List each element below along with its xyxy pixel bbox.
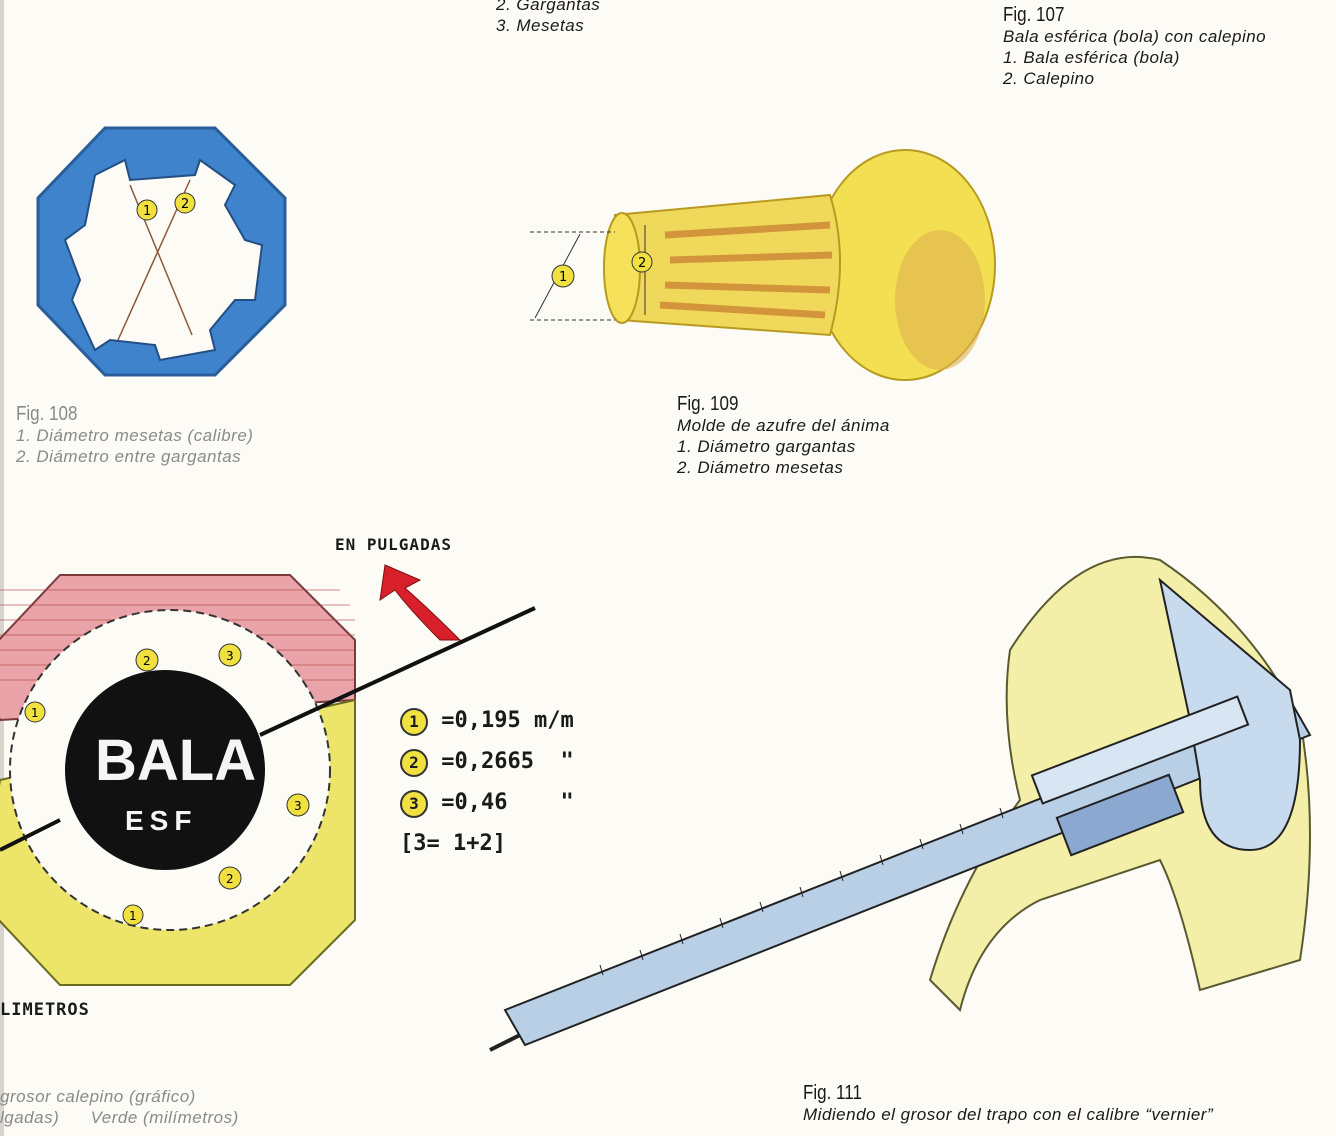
fig111-caption: Fig. 111 Midiendo el grosor del trapo co… bbox=[803, 1082, 1213, 1125]
caption-item: 1. Diámetro mesetas (calibre) bbox=[16, 426, 254, 445]
drawing-stroke bbox=[218, 643, 242, 667]
marker-label: 1 bbox=[143, 204, 151, 219]
bore-profile bbox=[63, 158, 264, 362]
caption-item: 3. Mesetas bbox=[496, 16, 585, 35]
caliper-beam bbox=[503, 698, 1312, 1047]
caption-item: 2. Gargantas bbox=[496, 0, 601, 14]
fig110-legend: 1 =0,195 m/m 2 =0,2665 " 3 =0,46 " [3= 1… bbox=[400, 700, 574, 864]
marker-1 bbox=[551, 264, 575, 288]
drawing-stroke bbox=[0, 818, 61, 852]
caption-item: lgadas) Verde (milímetros) bbox=[0, 1108, 239, 1127]
caption-item: grosor calepino (gráfico) bbox=[0, 1087, 196, 1106]
arrow-label: EN PULGADAS bbox=[335, 535, 452, 554]
drawing-stroke bbox=[218, 866, 242, 890]
fig109-sulfur-mold: 1 2 bbox=[530, 149, 996, 381]
drawing-stroke: 2 3 1 3 2 1 bbox=[24, 643, 310, 926]
marker-label: 2 bbox=[143, 654, 151, 668]
drawing-stroke bbox=[839, 870, 844, 882]
figure-caption: Molde de azufre del ánima bbox=[677, 416, 890, 435]
figure-caption: Midiendo el grosor del trapo con el cali… bbox=[803, 1105, 1214, 1124]
slide-lock bbox=[1055, 773, 1185, 857]
caption-item: 2. Diámetro mesetas bbox=[677, 458, 844, 477]
red-arrow-icon bbox=[379, 564, 462, 641]
formula: [3= 1+2] bbox=[400, 831, 506, 856]
marker-label: 1 bbox=[129, 909, 137, 923]
vernier-slide bbox=[1030, 695, 1250, 805]
drawing-stroke bbox=[679, 933, 684, 945]
top-caption: 2. Gargantas 3. Mesetas bbox=[496, 0, 600, 36]
figure-caption: Bala esférica (bola) con calepino bbox=[1003, 27, 1267, 46]
legend-marker: 2 bbox=[400, 749, 428, 777]
fig109-caption: Fig. 109 Molde de azufre del ánima 1. Di… bbox=[677, 393, 890, 478]
legend-row: 1 =0,195 m/m bbox=[400, 700, 574, 741]
fig108-caption: Fig. 108 1. Diámetro mesetas (calibre) 2… bbox=[16, 403, 253, 467]
bullet-subtext: ESF bbox=[125, 805, 197, 836]
drawing-stroke bbox=[135, 648, 159, 672]
marker-label: 2 bbox=[181, 197, 189, 212]
measure-line bbox=[259, 606, 536, 737]
drawing-stroke bbox=[659, 221, 833, 319]
figure-title: Fig. 107 bbox=[1003, 4, 1065, 26]
drawing-stroke bbox=[879, 854, 884, 866]
legend-value: =0,46 " bbox=[441, 790, 574, 815]
drawing-stroke bbox=[599, 964, 604, 976]
marker-label: 3 bbox=[226, 649, 234, 663]
figure-title: Fig. 109 bbox=[677, 393, 739, 415]
caption-item: 1. Bala esférica (bola) bbox=[1003, 48, 1180, 67]
drawing-stroke bbox=[999, 807, 1004, 819]
page-binding-edge bbox=[0, 0, 4, 1136]
figure-title: Fig. 108 bbox=[16, 403, 78, 425]
marker-2 bbox=[631, 251, 653, 273]
drawing-stroke bbox=[719, 917, 724, 929]
drawing-stroke bbox=[895, 230, 985, 370]
drawing-stroke bbox=[286, 793, 310, 817]
fig107-caption: Fig. 107 Bala esférica (bola) con calepi… bbox=[1003, 4, 1266, 89]
drawing-stroke bbox=[799, 886, 804, 898]
fig111-caliper-drawing bbox=[489, 555, 1312, 1052]
legend-row: 2 =0,2665 " bbox=[400, 741, 574, 782]
millimeters-label: LIMETROS bbox=[0, 1000, 90, 1020]
legend-marker: 1 bbox=[400, 708, 428, 736]
drawing-stroke bbox=[759, 901, 764, 913]
bullet-circle bbox=[65, 670, 265, 870]
drawing-stroke bbox=[24, 701, 46, 723]
marker-label: 2 bbox=[638, 256, 646, 271]
caption-item: 2. Calepino bbox=[1003, 69, 1095, 88]
drawing-stroke bbox=[959, 823, 964, 835]
drawing-stroke bbox=[919, 838, 924, 850]
marker-label: 2 bbox=[226, 872, 234, 886]
marker-label: 1 bbox=[31, 706, 39, 720]
caption-item: 1. Diámetro gargantas bbox=[677, 437, 856, 456]
drawing-stroke bbox=[122, 904, 144, 926]
drawing-stroke bbox=[639, 949, 644, 961]
caption-item: 2. Diámetro entre gargantas bbox=[16, 447, 242, 466]
bullet-text: BALA bbox=[95, 728, 256, 793]
drawing-stroke bbox=[489, 1033, 521, 1052]
legend-value: =0,2665 " bbox=[441, 749, 574, 774]
marker-1 bbox=[136, 199, 158, 221]
fig110-caption: grosor calepino (gráfico) lgadas) Verde … bbox=[0, 1086, 239, 1128]
legend-row: 3 =0,46 " bbox=[400, 782, 574, 823]
legend-marker: 3 bbox=[400, 790, 428, 818]
figure-title: Fig. 111 bbox=[803, 1082, 862, 1104]
marker-label: 3 bbox=[294, 799, 302, 813]
marker-2 bbox=[174, 192, 196, 214]
drawing-stroke bbox=[599, 807, 1004, 976]
fig108-octagon-diagram: 1 2 bbox=[36, 126, 287, 377]
marker-label: 1 bbox=[559, 270, 567, 285]
legend-value: =0,195 m/m bbox=[441, 708, 574, 733]
fig110-calepino-diagram: BALA ESF 2 3 1 3 2 1 bbox=[0, 564, 536, 986]
